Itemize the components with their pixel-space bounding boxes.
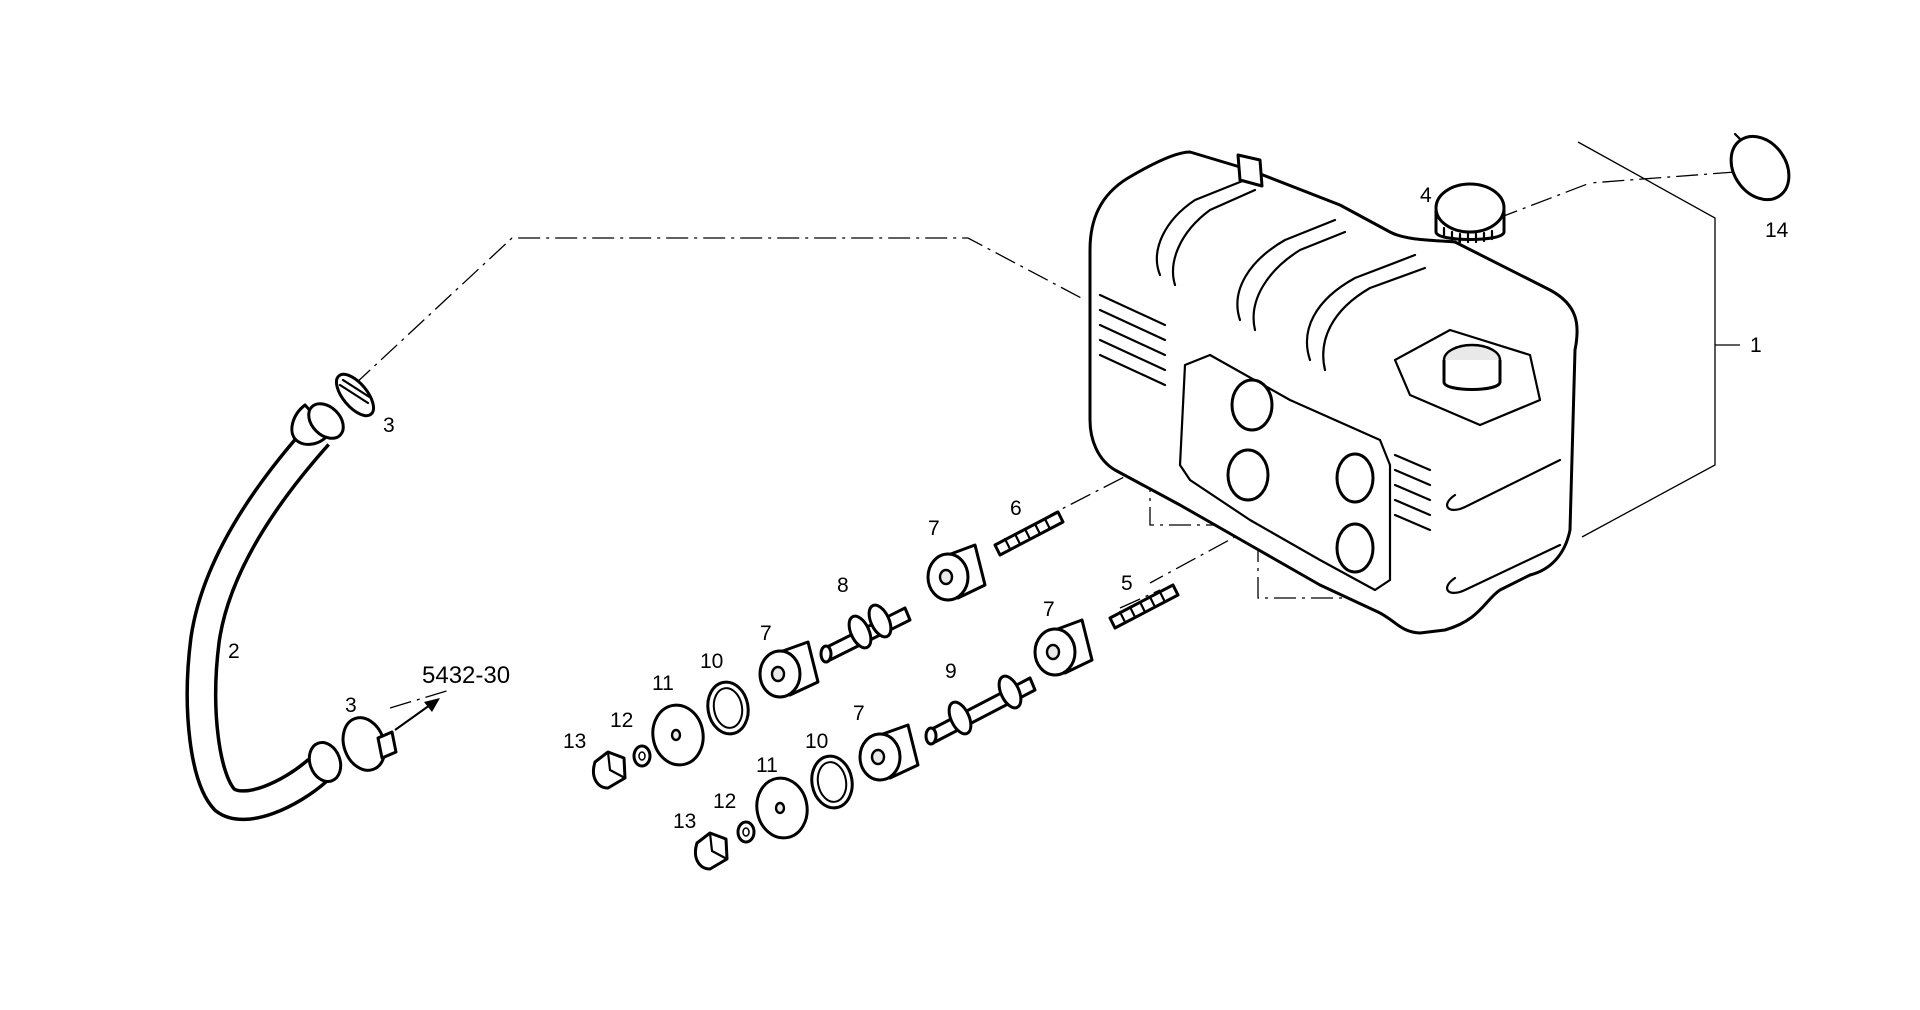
reference-label: 5432-30 bbox=[422, 662, 510, 689]
callout-13-b: 13 bbox=[673, 810, 696, 833]
studs bbox=[993, 510, 1180, 630]
callout-7-d: 7 bbox=[853, 702, 865, 725]
callout-7-a: 7 bbox=[928, 517, 940, 540]
callout-5: 5 bbox=[1121, 572, 1133, 595]
callout-7-b: 7 bbox=[760, 622, 772, 645]
callout-12-b: 12 bbox=[713, 790, 736, 813]
callout-12-a: 12 bbox=[610, 709, 633, 732]
rings bbox=[706, 680, 854, 810]
callout-3-bottom: 3 bbox=[345, 694, 357, 717]
rubber-bushings bbox=[758, 543, 1094, 782]
callout-11-b: 11 bbox=[756, 754, 778, 777]
callout-8: 8 bbox=[837, 574, 849, 597]
callout-1: 1 bbox=[1750, 334, 1762, 357]
hose-clamps bbox=[334, 372, 398, 772]
cap-nuts bbox=[592, 750, 729, 871]
callout-4: 4 bbox=[1420, 184, 1432, 207]
nuts bbox=[632, 744, 756, 844]
cover-disc bbox=[1729, 132, 1791, 202]
tank-cap bbox=[1434, 182, 1506, 244]
mounting-bolts bbox=[819, 603, 1037, 746]
washers bbox=[651, 703, 809, 840]
callout-2: 2 bbox=[228, 640, 240, 663]
callout-10-b: 10 bbox=[805, 730, 828, 753]
callout-13-a: 13 bbox=[563, 730, 586, 753]
callouts: 1 2 3 3 4 5 6 7 7 7 7 8 9 10 10 11 11 12… bbox=[228, 184, 1789, 833]
callout-14: 14 bbox=[1765, 219, 1789, 242]
part-1-bracket bbox=[1577, 141, 1740, 538]
hose bbox=[185, 402, 345, 822]
callout-3-top: 3 bbox=[383, 414, 395, 437]
callout-6: 6 bbox=[1010, 497, 1022, 520]
tank bbox=[1088, 150, 1579, 635]
callout-11-a: 11 bbox=[652, 672, 674, 695]
callout-7-c: 7 bbox=[1043, 598, 1055, 621]
callout-10-a: 10 bbox=[700, 650, 723, 673]
callout-9: 9 bbox=[945, 660, 957, 683]
reference-arrow bbox=[394, 698, 440, 731]
